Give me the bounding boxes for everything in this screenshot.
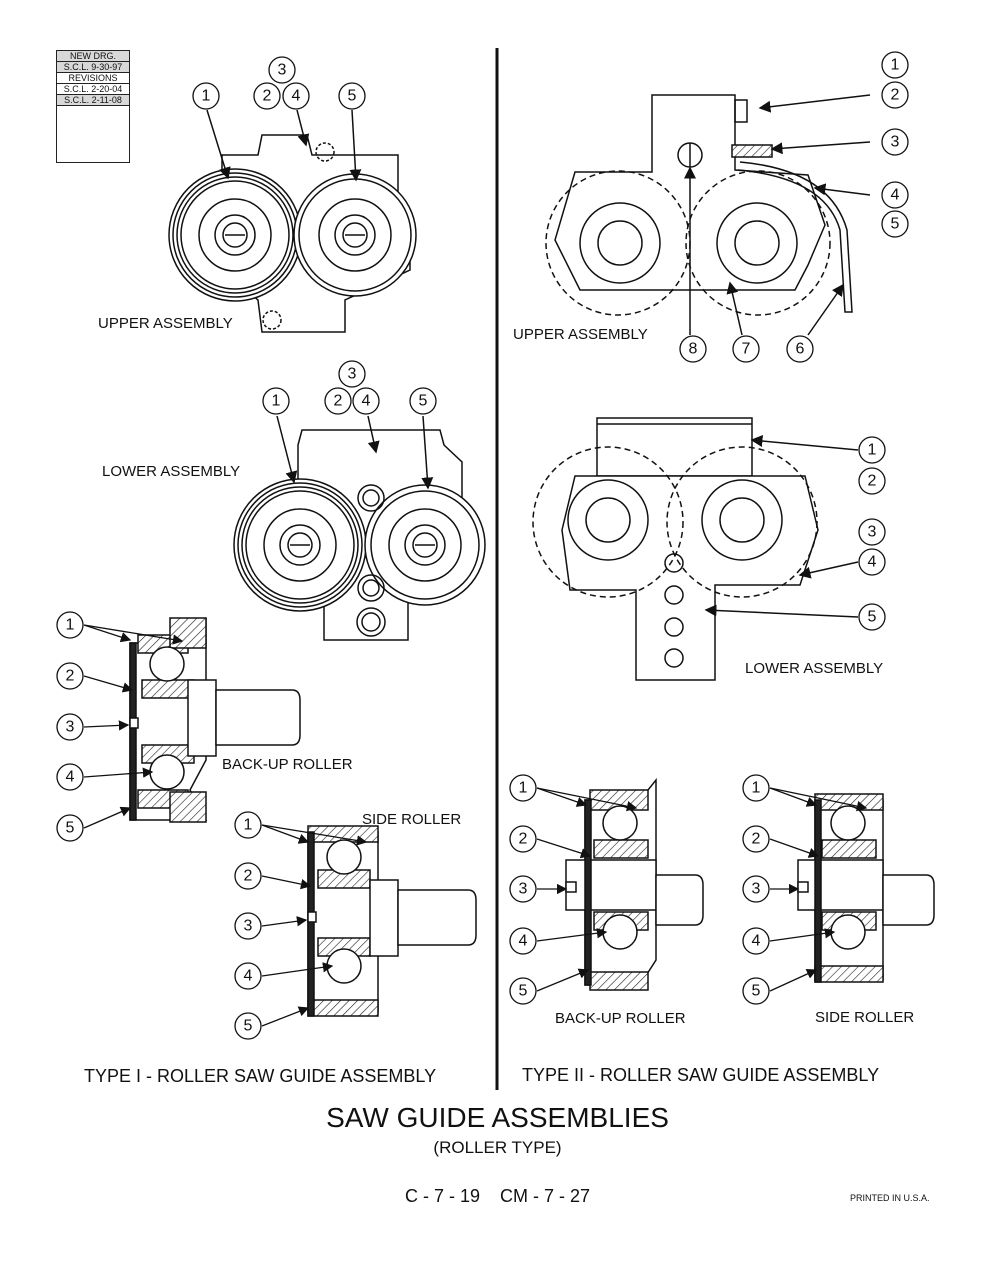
callout-4: 4 bbox=[362, 393, 371, 410]
type1-upper-assembly bbox=[168, 109, 417, 333]
type2-backup-roller bbox=[565, 777, 704, 991]
callout-5: 5 bbox=[868, 609, 877, 626]
callout-5: 5 bbox=[244, 1018, 253, 1035]
callout-4: 4 bbox=[868, 554, 877, 571]
callout-5: 5 bbox=[752, 983, 761, 1000]
callout-3: 3 bbox=[891, 134, 900, 151]
callout-1: 1 bbox=[519, 780, 528, 797]
type1-upper-callouts bbox=[192, 56, 366, 110]
callout-3: 3 bbox=[66, 719, 75, 736]
callout-2: 2 bbox=[519, 831, 528, 848]
type1-lower-callouts bbox=[262, 360, 437, 415]
callout-2: 2 bbox=[752, 831, 761, 848]
callout-1: 1 bbox=[752, 780, 761, 797]
type2-side-leaders bbox=[769, 787, 868, 992]
callout-5: 5 bbox=[66, 820, 75, 837]
callout-2: 2 bbox=[66, 668, 75, 685]
callout-2: 2 bbox=[334, 393, 343, 410]
type1-backup-leaders bbox=[83, 624, 184, 829]
type1-upper-label: UPPER ASSEMBLY bbox=[98, 315, 233, 332]
callout-1: 1 bbox=[272, 393, 281, 410]
callout-2: 2 bbox=[868, 473, 877, 490]
type1-caption: TYPE I - ROLLER SAW GUIDE ASSEMBLY bbox=[84, 1066, 437, 1086]
callout-4: 4 bbox=[752, 933, 761, 950]
callout-4: 4 bbox=[244, 968, 253, 985]
type1-backup-label: BACK-UP ROLLER bbox=[222, 756, 353, 773]
type1-lower-assembly bbox=[233, 415, 486, 641]
type1-side-leaders bbox=[261, 824, 368, 1027]
callout-5: 5 bbox=[519, 983, 528, 1000]
callout-5: 5 bbox=[419, 393, 428, 410]
type2-caption: TYPE II - ROLLER SAW GUIDE ASSEMBLY bbox=[522, 1065, 880, 1085]
callout-4: 4 bbox=[292, 88, 301, 105]
new-drg-value: S.C.L. 9-30-97 bbox=[57, 62, 129, 73]
type2-backup-leaders bbox=[536, 787, 638, 992]
callout-4: 4 bbox=[891, 187, 900, 204]
callout-5: 5 bbox=[891, 216, 900, 233]
callout-5: 5 bbox=[348, 88, 357, 105]
callout-1: 1 bbox=[244, 817, 253, 834]
type2-upper-assembly bbox=[545, 94, 871, 336]
printed-note: PRINTED IN U.S.A. bbox=[850, 1193, 930, 1203]
callout-3: 3 bbox=[348, 366, 357, 383]
type2-side-label: SIDE ROLLER bbox=[815, 1009, 915, 1026]
callout-7: 7 bbox=[742, 341, 751, 358]
type2-upper-label: UPPER ASSEMBLY bbox=[513, 326, 648, 343]
type1-side-roller bbox=[307, 825, 477, 1017]
callout-3: 3 bbox=[244, 918, 253, 935]
callout-2: 2 bbox=[891, 87, 900, 104]
callout-1: 1 bbox=[202, 88, 211, 105]
callout-3: 3 bbox=[278, 62, 287, 79]
type2-side-roller bbox=[797, 793, 935, 983]
callout-3: 3 bbox=[752, 881, 761, 898]
page-subtitle: (ROLLER TYPE) bbox=[433, 1138, 562, 1157]
callout-2: 2 bbox=[263, 88, 272, 105]
callout-1: 1 bbox=[868, 442, 877, 459]
type1-backup-roller bbox=[129, 617, 301, 823]
type2-lower-assembly bbox=[532, 417, 859, 681]
type2-backup-label: BACK-UP ROLLER bbox=[555, 1010, 686, 1027]
callout-4: 4 bbox=[66, 769, 75, 786]
type1-side-label: SIDE ROLLER bbox=[362, 811, 462, 828]
type2-lower-label: LOWER ASSEMBLY bbox=[745, 660, 884, 677]
type1-lower-label: LOWER ASSEMBLY bbox=[102, 463, 241, 480]
revision-block: NEW DRG. S.C.L. 9-30-97 REVISIONS S.C.L.… bbox=[56, 50, 130, 163]
page-number: C - 7 - 19 CM - 7 - 27 bbox=[404, 1186, 591, 1206]
callout-8: 8 bbox=[689, 341, 698, 358]
callout-3: 3 bbox=[519, 881, 528, 898]
callout-2: 2 bbox=[244, 868, 253, 885]
revisions-label: REVISIONS bbox=[57, 73, 129, 84]
revision-2: S.C.L. 2-11-08 bbox=[57, 95, 129, 106]
callout-4: 4 bbox=[519, 933, 528, 950]
callout-1: 1 bbox=[66, 617, 75, 634]
callout-1: 1 bbox=[891, 57, 900, 74]
revision-1: S.C.L. 2-20-04 bbox=[57, 84, 129, 95]
page-title: SAW GUIDE ASSEMBLIES bbox=[326, 1102, 669, 1133]
new-drg-label: NEW DRG. bbox=[57, 51, 129, 62]
callout-6: 6 bbox=[796, 341, 805, 358]
callout-3: 3 bbox=[868, 524, 877, 541]
